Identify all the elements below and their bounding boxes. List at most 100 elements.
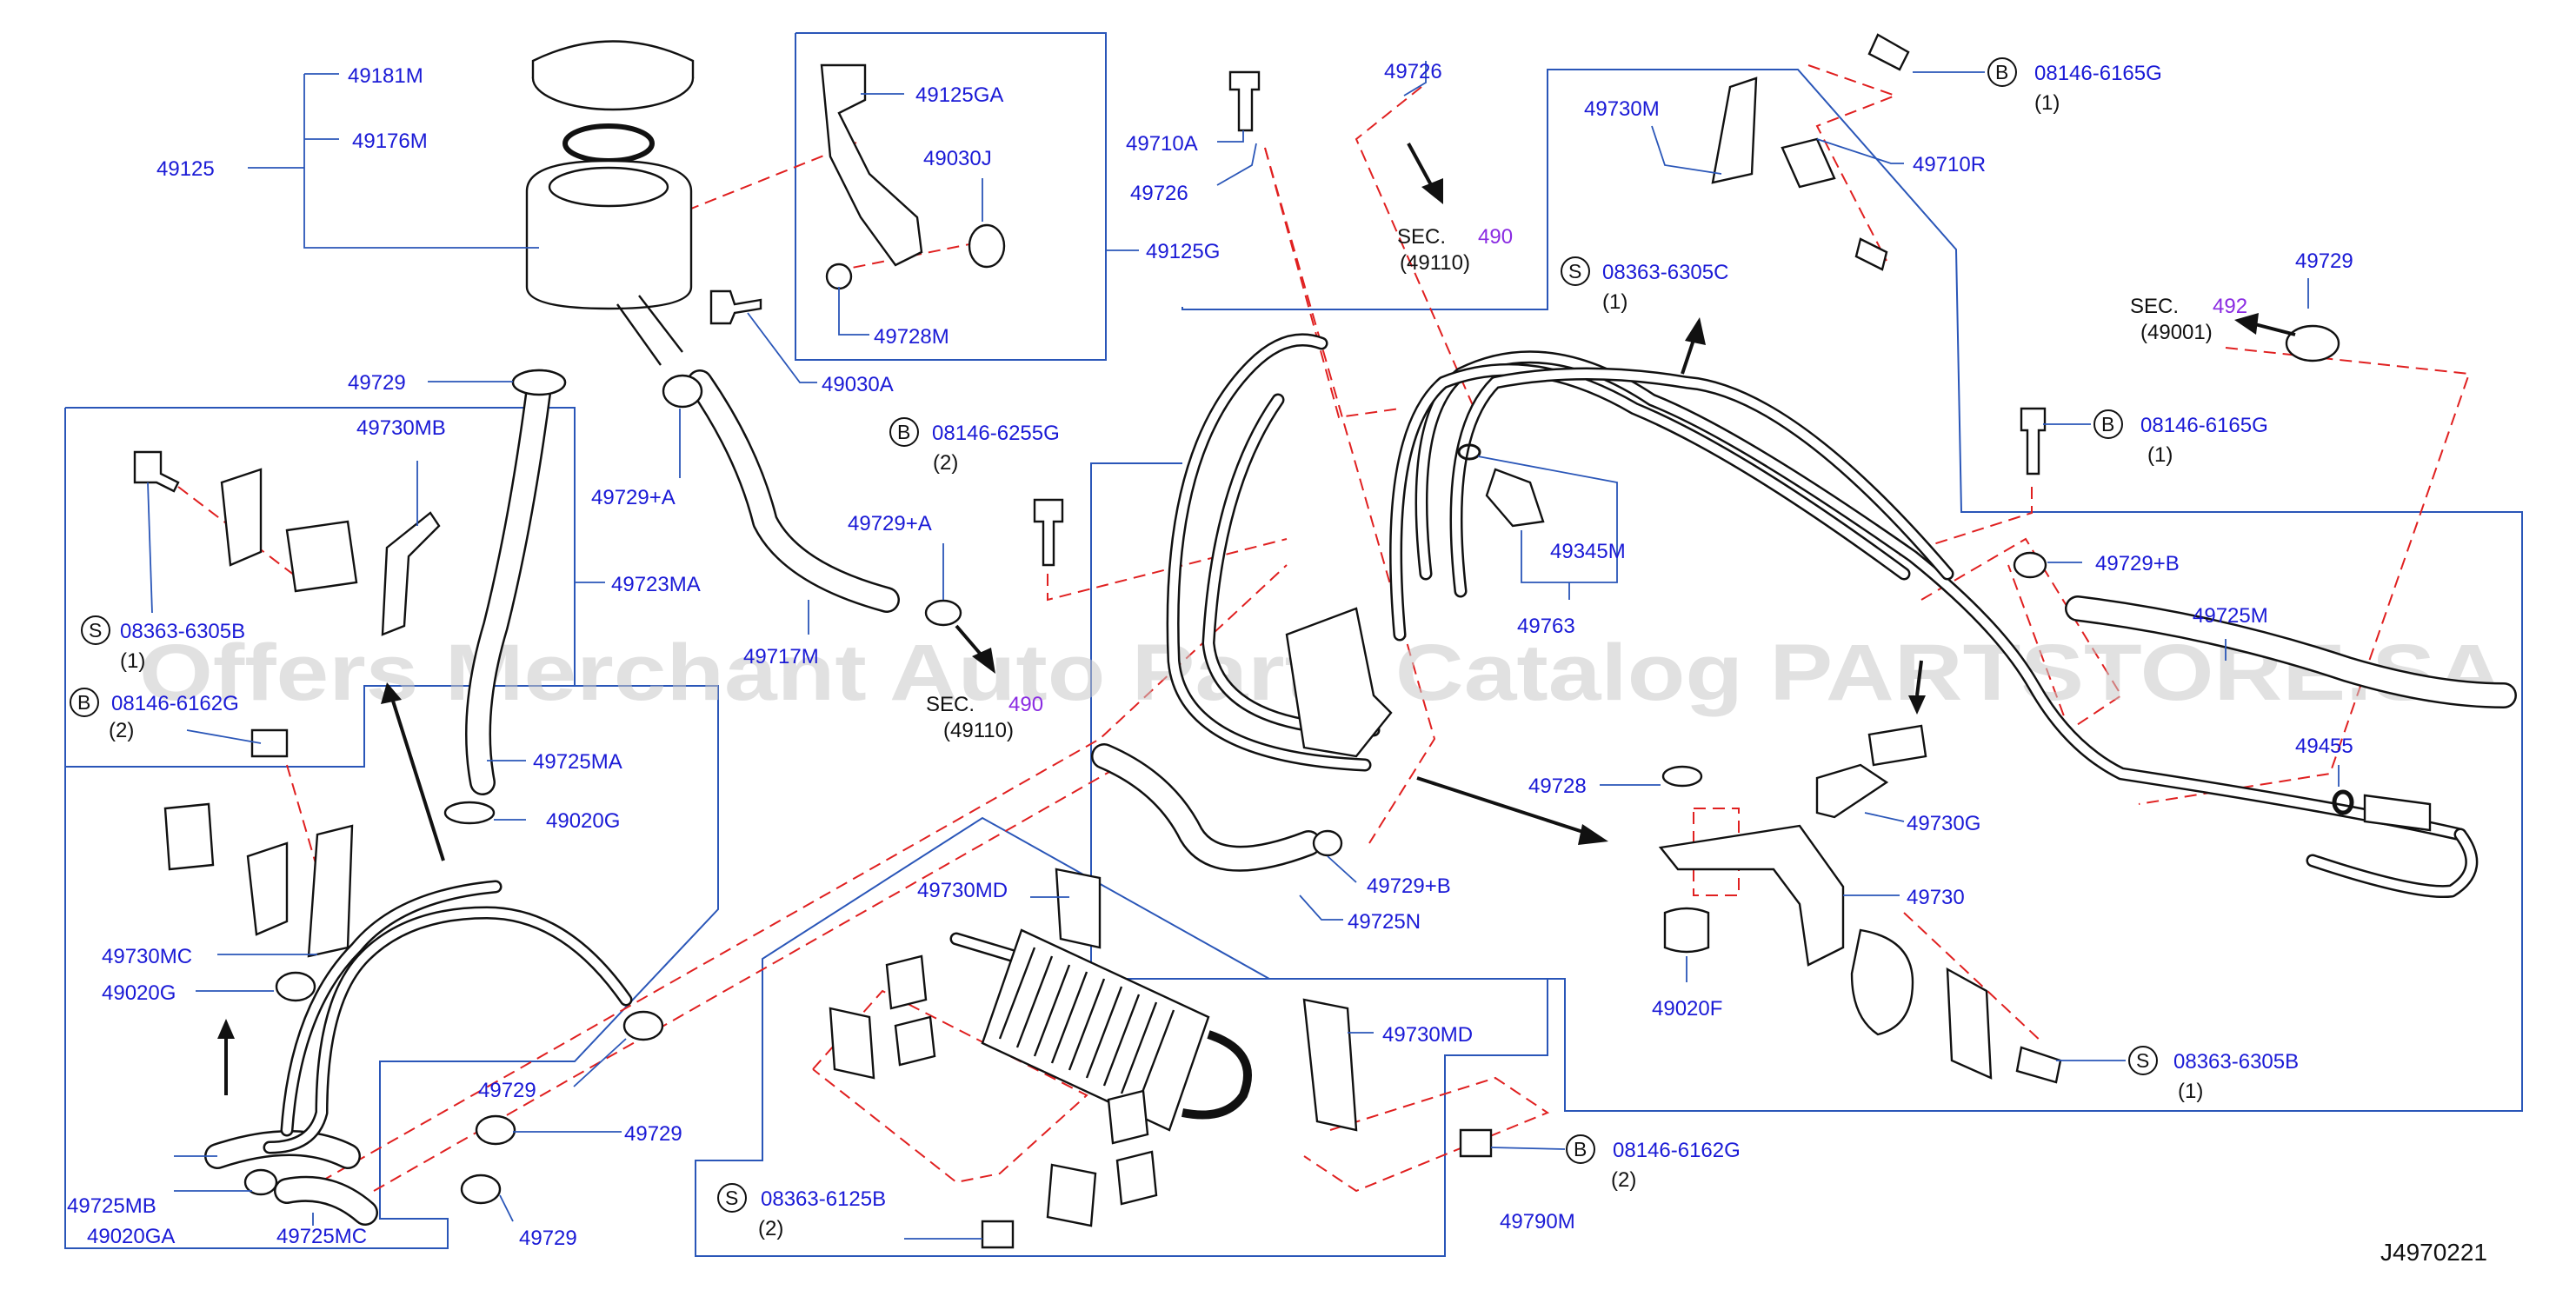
label-49125ga[interactable]: 49125GA (915, 83, 1003, 107)
callout-b-topright[interactable]: B 08146-6165G (1) (1987, 57, 2162, 115)
fastener-callouts: S 08363-6305B (1) B 08146-6162G (2) B 08… (70, 57, 2299, 1240)
bracket-49125ga (820, 63, 923, 267)
clamp-49729a-1 (662, 374, 703, 409)
badge-s-topmid (1561, 256, 1590, 286)
clamp-49020g-2 (275, 971, 316, 1002)
label-49790m[interactable]: 49790M (1500, 1210, 1575, 1233)
label-49030a[interactable]: 49030A (822, 373, 894, 396)
callout-b-right[interactable]: B 08146-6165G (1) (2093, 409, 2268, 467)
bolt-right-bottom (2015, 1046, 2062, 1084)
leader-49030a (747, 312, 817, 383)
label-49730m[interactable]: 49730M (1584, 97, 1660, 121)
badge-s-right-letter: S (2136, 1049, 2149, 1072)
label-49730md-1[interactable]: 49730MD (917, 879, 1008, 902)
label-49181m[interactable]: 49181M (348, 64, 423, 88)
bolt-bottom (1459, 1128, 1493, 1158)
label-49730mb[interactable]: 49730MB (356, 416, 446, 440)
clip-left-mid (246, 841, 289, 936)
code-b-left: 08146-6162G (111, 692, 239, 715)
label-49729b-1[interactable]: 49729+B (2095, 552, 2180, 575)
label-49729a-1[interactable]: 49729+A (591, 486, 676, 509)
badge-s-bottom (717, 1183, 747, 1213)
callout-s-bottom[interactable]: S 08363-6125B (2) (717, 1183, 886, 1240)
label-49729-b[interactable]: 49729 (624, 1122, 682, 1146)
label-49725n[interactable]: 49725N (1348, 910, 1421, 934)
clamp-49729-a (622, 1010, 664, 1041)
callout-b-left[interactable]: B 08146-6162G (2) (70, 688, 239, 742)
callout-s-topmid[interactable]: S 08363-6305C (1) (1561, 256, 1728, 314)
label-49728[interactable]: 49728 (1528, 775, 1587, 798)
label-49730md-2[interactable]: 49730MD (1382, 1023, 1473, 1047)
dash-right-bolt (1894, 487, 2033, 557)
section-refs: SEC. 490 (49110) SEC. 490 (49110) SEC. 4… (926, 225, 2247, 742)
label-49345m[interactable]: 49345M (1550, 540, 1626, 563)
leader-49730g (1864, 812, 1905, 822)
label-49020ga[interactable]: 49020GA (87, 1225, 175, 1248)
label-49030j[interactable]: 49030J (923, 147, 992, 170)
qty-s-left: (1) (120, 649, 145, 673)
label-49455[interactable]: 49455 (2295, 735, 2353, 758)
clamp-49729-c (460, 1174, 502, 1205)
reservoir-assembly (511, 40, 695, 396)
label-49730[interactable]: 49730 (1907, 886, 1965, 909)
clamp-49020g-1 (443, 801, 496, 825)
oring-49455 (2332, 789, 2354, 815)
sec-ref-1[interactable]: SEC. 490 (49110) (1397, 225, 1513, 275)
label-49710r[interactable]: 49710R (1913, 153, 1986, 176)
label-49710a[interactable]: 49710A (1126, 132, 1198, 156)
label-49723ma[interactable]: 49723MA (611, 573, 701, 596)
label-49125[interactable]: 49125 (156, 157, 215, 181)
label-49725mc[interactable]: 49725MC (276, 1225, 367, 1248)
label-49729-r[interactable]: 49729 (2295, 249, 2353, 273)
label-49726-b[interactable]: 49726 (1130, 182, 1188, 205)
label-49763[interactable]: 49763 (1517, 615, 1575, 638)
qty-b-topright: (1) (2034, 91, 2060, 115)
sec-ref-3[interactable]: SEC. 492 (49001) (2130, 295, 2247, 344)
bracket-49730md-right (1302, 998, 1358, 1132)
label-49729a-2[interactable]: 49729+A (848, 512, 932, 535)
grommet-49020f (1663, 907, 1710, 954)
leader-b-bottom (1490, 1147, 1566, 1150)
clamp-49729b-1 (2013, 551, 2047, 579)
brackets (163, 76, 2432, 1227)
label-49717m[interactable]: 49717M (743, 645, 819, 668)
label-49729-a[interactable]: 49729 (478, 1079, 536, 1102)
arrow-sec-490-top (1407, 143, 1436, 192)
label-49729b-2[interactable]: 49729+B (1367, 874, 1451, 898)
label-49728m[interactable]: 49728M (874, 325, 949, 349)
label-49729-top[interactable]: 49729 (348, 371, 406, 395)
label-49726-a[interactable]: 49726 (1384, 60, 1442, 83)
reservoir-neck (548, 166, 669, 208)
callout-b-bottom[interactable]: B 08146-6162G (2) (1566, 1134, 1741, 1192)
bolt-mid (1033, 498, 1064, 567)
oil-cooler (981, 928, 1252, 1132)
label-49730g[interactable]: 49730G (1907, 812, 1980, 835)
dash-sec-490 (1264, 147, 1401, 419)
callout-b-mid[interactable]: B 08146-6255G (2) (889, 417, 1060, 475)
sec-ref-3-sub: (49001) (2140, 321, 2213, 344)
badge-b-bottom-letter: B (1574, 1138, 1587, 1160)
sec-ref-2[interactable]: SEC. 490 (49110) (926, 693, 1043, 742)
qty-s-bottom: (2) (758, 1217, 783, 1240)
sec-ref-2-prefix: SEC. (926, 693, 975, 716)
leader-49729-c (499, 1194, 514, 1222)
label-49725m[interactable]: 49725M (2193, 604, 2268, 628)
clip-49730 (1946, 967, 1993, 1080)
label-49725mb[interactable]: 49725MB (67, 1194, 156, 1218)
label-49020f[interactable]: 49020F (1652, 997, 1722, 1021)
callout-s-right[interactable]: S 08363-6305B (1) (2128, 1046, 2299, 1103)
dash-reservoir-bracket (669, 142, 857, 218)
leader-49710r (1816, 138, 1904, 164)
callout-s-left[interactable]: S 08363-6305B (1) (81, 615, 245, 673)
bracket-49730 (1658, 824, 1845, 967)
label-49020g-2[interactable]: 49020G (102, 981, 176, 1005)
bolt-cooler (981, 1220, 1015, 1249)
label-49125g[interactable]: 49125G (1146, 240, 1220, 263)
label-49730mc[interactable]: 49730MC (102, 945, 192, 968)
leader-49726-b (1216, 143, 1257, 186)
label-49176m[interactable]: 49176M (352, 130, 428, 153)
label-49020g-1[interactable]: 49020G (546, 809, 620, 833)
label-49725ma[interactable]: 49725MA (533, 750, 622, 774)
label-49729-c[interactable]: 49729 (519, 1227, 577, 1250)
bracket-49730m (1711, 76, 1758, 184)
